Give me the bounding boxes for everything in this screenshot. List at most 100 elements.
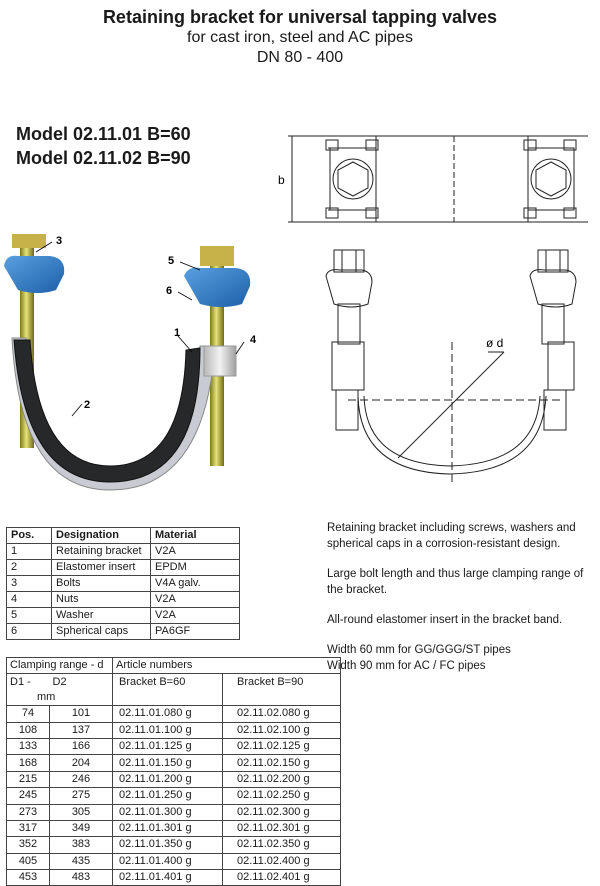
material-cell: PA6GF xyxy=(150,623,240,640)
header-d2: D2 xyxy=(49,673,113,690)
d2-cell: 166 xyxy=(49,737,113,756)
table-row: 2 Elastomer insert EPDM xyxy=(6,559,240,576)
pos-cell: 6 xyxy=(6,623,52,640)
d2-cell: 204 xyxy=(49,754,113,772)
article-b90-cell: 02.11.02.401 g xyxy=(222,869,341,886)
material-cell: EPDM xyxy=(150,559,240,576)
page-title: Retaining bracket for universal tapping … xyxy=(102,7,498,27)
article-b60-cell: 02.11.01.100 g xyxy=(112,721,223,739)
material-cell: V2A xyxy=(150,543,240,560)
d2-cell: 137 xyxy=(49,721,113,739)
description-paragraph: Large bolt length and thus large clampin… xyxy=(327,568,584,596)
product-description: Retaining bracket including screws, wash… xyxy=(327,520,597,674)
model-heading: Model 02.11.01 B=60 xyxy=(16,124,191,144)
header-designation: Designation xyxy=(51,527,151,544)
article-b60-cell: 02.11.01.300 g xyxy=(112,803,223,821)
article-b60-cell: 02.11.01.401 g xyxy=(112,869,223,886)
table-row: 133 166 02.11.01.125 g 02.11.02.125 g xyxy=(6,737,341,756)
d2-cell: 483 xyxy=(49,869,113,886)
article-b90-cell: 02.11.02.400 g xyxy=(222,852,341,871)
article-b60-cell: 02.11.01.400 g xyxy=(112,852,223,871)
article-b90-cell: 02.11.02.350 g xyxy=(222,836,341,854)
front-view-drawing: ø d xyxy=(325,249,577,486)
table-row: 168 204 02.11.01.150 g 02.11.02.150 g xyxy=(6,754,341,772)
callout-6: 6 xyxy=(166,285,172,297)
designation-cell: Bolts xyxy=(51,575,151,592)
table-row: 1 Retaining bracket V2A xyxy=(6,543,240,560)
clamping-range-table: Clamping range - d Article numbers D1 - … xyxy=(6,656,341,886)
nominal-diameter-range: DN 80 - 400 xyxy=(256,49,344,66)
callout-5: 5 xyxy=(168,255,174,267)
article-b90-cell: 02.11.02.125 g xyxy=(222,737,341,756)
table-row: 4 Nuts V2A xyxy=(6,591,240,608)
pos-cell: 4 xyxy=(6,591,52,608)
article-b90-cell: 02.11.02.300 g xyxy=(222,803,341,821)
designation-cell: Retaining bracket xyxy=(51,543,151,560)
model-heading: Model 02.11.02 B=90 xyxy=(16,148,191,168)
table-row: 3 Bolts V4A galv. xyxy=(6,575,240,592)
product-illustration: 1 2 3 4 5 6 xyxy=(4,234,257,491)
article-b90-cell: 02.11.02.301 g xyxy=(222,819,341,838)
dimension-b-label: b xyxy=(278,173,285,187)
page-subtitle: for cast iron, steel and AC pipes xyxy=(187,29,413,46)
article-b60-cell: 02.11.01.080 g xyxy=(112,705,223,723)
table-header-row: Clamping range - d Article numbers xyxy=(6,656,341,675)
article-b60-cell: 02.11.01.250 g xyxy=(112,787,223,805)
table-row: 405 435 02.11.01.400 g 02.11.02.400 g xyxy=(6,852,341,871)
material-cell: V2A xyxy=(150,607,240,624)
d1-cell: 352 xyxy=(6,836,50,854)
article-b90-cell: 02.11.02.100 g xyxy=(222,721,341,739)
pos-cell: 3 xyxy=(6,575,52,592)
pos-cell: 2 xyxy=(6,559,52,576)
positions-table: Pos. Designation Material 1 Retaining br… xyxy=(6,527,240,640)
pos-cell: 5 xyxy=(6,607,52,624)
d2-cell: 349 xyxy=(49,819,113,838)
table-row: 6 Spherical caps PA6GF xyxy=(6,623,240,640)
table-row: 317 349 02.11.01.301 g 02.11.02.301 g xyxy=(6,819,341,838)
d2-cell: 435 xyxy=(49,852,113,871)
model-list: Model 02.11.01 B=60 Model 02.11.02 B=90 xyxy=(16,122,191,170)
article-b60-cell: 02.11.01.301 g xyxy=(112,819,223,838)
header-d1: D1 - xyxy=(6,673,50,690)
header-pos: Pos. xyxy=(6,527,52,544)
right-spherical-cap xyxy=(184,267,251,307)
table-row: 5 Washer V2A xyxy=(6,607,240,624)
table-row: 273 305 02.11.01.300 g 02.11.02.300 g xyxy=(6,803,341,821)
d2-cell: 101 xyxy=(49,705,113,723)
material-cell: V4A galv. xyxy=(150,575,240,592)
table-header-row: Pos. Designation Material xyxy=(6,527,240,544)
table-row: 74 101 02.11.01.080 g 02.11.02.080 g xyxy=(6,705,341,723)
dimension-d-label: ø d xyxy=(486,336,503,350)
header-bracket-b90: Bracket B=90 xyxy=(222,673,341,690)
article-b60-cell: 02.11.01.350 g xyxy=(112,836,223,854)
d2-cell: 305 xyxy=(49,803,113,821)
left-spherical-cap xyxy=(4,255,65,293)
d1-cell: 453 xyxy=(6,869,50,886)
d2-cell: 383 xyxy=(49,836,113,854)
table-unit-row: mm xyxy=(6,689,341,707)
d1-cell: 317 xyxy=(6,819,50,838)
d2-cell: 246 xyxy=(49,770,113,789)
designation-cell: Washer xyxy=(51,607,151,624)
description-paragraph: All-round elastomer insert in the bracke… xyxy=(327,614,563,626)
callout-4: 4 xyxy=(250,334,257,346)
d1-cell: 215 xyxy=(6,770,50,789)
article-b90-cell: 02.11.02.150 g xyxy=(222,754,341,772)
header-article-numbers: Article numbers xyxy=(112,656,341,675)
d1-cell: 273 xyxy=(6,803,50,821)
d1-cell: 245 xyxy=(6,787,50,805)
d1-cell: 168 xyxy=(6,754,50,772)
table-row: 245 275 02.11.01.250 g 02.11.02.250 g xyxy=(6,787,341,805)
designation-cell: Spherical caps xyxy=(51,623,151,640)
article-b90-cell: 02.11.02.200 g xyxy=(222,770,341,789)
elastomer-insert xyxy=(13,339,201,483)
callout-1: 1 xyxy=(174,327,180,339)
article-b60-cell: 02.11.01.150 g xyxy=(112,754,223,772)
top-view-drawing: b xyxy=(278,135,588,223)
table-subheader-row: D1 - D2 Bracket B=60 Bracket B=90 xyxy=(6,673,341,690)
designation-cell: Nuts xyxy=(51,591,151,608)
d2-cell: 275 xyxy=(49,787,113,805)
title-block: Retaining bracket for universal tapping … xyxy=(0,6,600,68)
right-bolt-head xyxy=(200,246,234,266)
unit-label: mm xyxy=(6,689,113,707)
